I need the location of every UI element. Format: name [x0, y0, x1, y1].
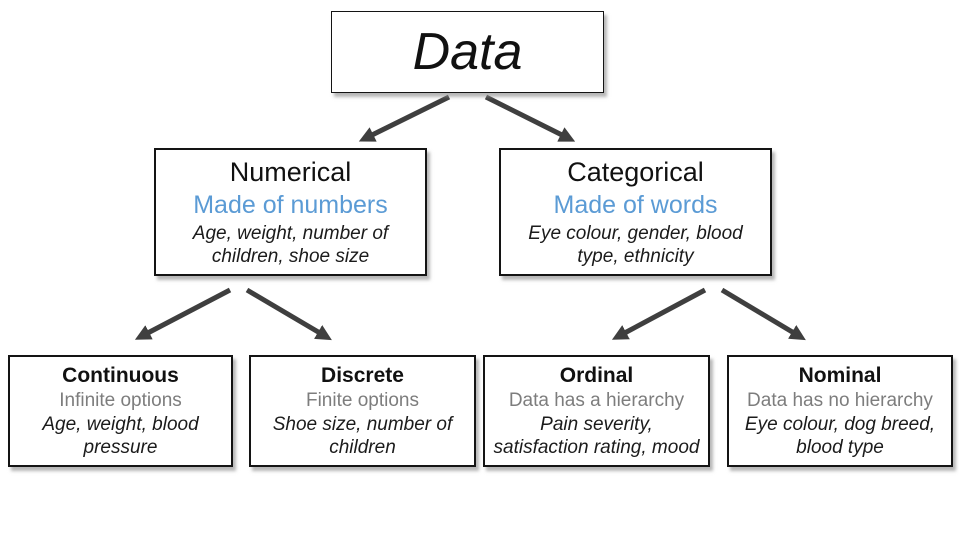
arrow-categorical-to-nominal — [720, 287, 806, 341]
node-data-title: Data — [412, 23, 523, 81]
node-nominal-examples: Eye colour, dog breed, blood type — [744, 413, 936, 458]
node-discrete-title: Discrete — [321, 363, 404, 387]
node-categorical-title: Categorical — [567, 157, 704, 188]
node-nominal-subtitle: Data has no hierarchy — [747, 390, 933, 412]
node-continuous-subtitle: Infinite options — [59, 390, 182, 412]
node-categorical-subtitle: Made of words — [553, 190, 718, 219]
node-discrete-examples: Shoe size, number of children — [272, 413, 453, 458]
node-numerical-subtitle: Made of numbers — [193, 190, 388, 219]
node-categorical: Categorical Made of words Eye colour, ge… — [499, 148, 772, 276]
node-data: Data — [331, 11, 604, 93]
node-ordinal: Ordinal Data has a hierarchy Pain severi… — [483, 355, 710, 467]
node-continuous-title: Continuous — [62, 363, 179, 387]
node-ordinal-examples: Pain severity, satisfaction rating, mood — [493, 413, 700, 458]
node-discrete-subtitle: Finite options — [305, 390, 419, 412]
node-ordinal-subtitle: Data has a hierarchy — [508, 390, 685, 412]
node-categorical-examples: Eye colour, gender, blood type, ethnicit… — [528, 222, 743, 267]
arrow-numerical-to-discrete — [245, 287, 332, 341]
node-nominal: Nominal Data has no hierarchy Eye colour… — [727, 355, 953, 467]
arrow-data-to-categorical — [484, 94, 576, 142]
node-ordinal-title: Ordinal — [559, 363, 634, 387]
arrow-categorical-to-ordinal — [611, 287, 707, 340]
node-continuous: Continuous Infinite options Age, weight,… — [8, 355, 233, 467]
arrow-data-to-numerical — [358, 94, 451, 142]
node-nominal-title: Nominal — [798, 363, 882, 387]
node-numerical-title: Numerical — [229, 157, 352, 188]
node-numerical-examples: Age, weight, number of children, shoe si… — [192, 222, 389, 267]
node-discrete: Discrete Finite options Shoe size, numbe… — [249, 355, 476, 467]
arrow-numerical-to-continuous — [134, 287, 232, 340]
node-numerical: Numerical Made of numbers Age, weight, n… — [154, 148, 427, 276]
node-continuous-examples: Age, weight, blood pressure — [42, 413, 199, 458]
